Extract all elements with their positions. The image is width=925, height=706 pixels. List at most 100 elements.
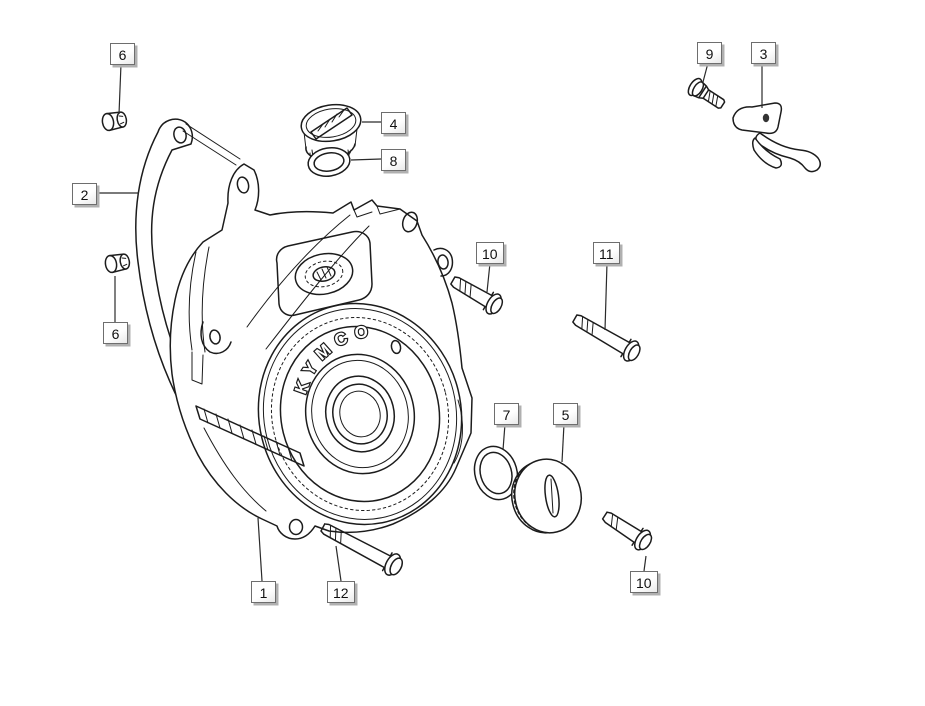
part-bolt-11-shape bbox=[572, 314, 630, 355]
cover-boss-rings-shape bbox=[339, 390, 381, 438]
part-dowel-pin-top-shape bbox=[118, 115, 125, 125]
callout-box-6-top[interactable]: 6 bbox=[110, 43, 135, 65]
part-dowel-pin-top bbox=[101, 111, 128, 132]
cover-ear-hole-top-right bbox=[437, 254, 449, 270]
callout-number: 7 bbox=[502, 406, 511, 423]
callout-box-4[interactable]: 4 bbox=[381, 112, 406, 134]
part-bolt-10-upper-shape bbox=[450, 276, 493, 308]
part-bolt-12-shape bbox=[381, 552, 393, 572]
part-dowel-pin-bottom-shape bbox=[119, 253, 131, 270]
part-lever-3 bbox=[732, 102, 821, 173]
callout-box-8[interactable]: 8 bbox=[381, 149, 406, 171]
leader-line bbox=[502, 423, 506, 451]
callout-box-1[interactable]: 1 bbox=[251, 581, 276, 603]
callout-number: 10 bbox=[482, 245, 498, 262]
part-dowel-pin-bottom-shape bbox=[108, 253, 127, 274]
part-bolt-11-shape bbox=[627, 344, 641, 362]
plug-knurl bbox=[513, 469, 531, 527]
callout-number: 2 bbox=[80, 186, 89, 203]
cover-filler-neck-shape bbox=[312, 266, 336, 282]
part-bolt-12-shape bbox=[320, 523, 392, 569]
callout-box-6-mid[interactable]: 6 bbox=[103, 322, 128, 344]
leader-line bbox=[350, 158, 382, 161]
cover-ear-hole-top-left bbox=[236, 176, 250, 194]
part-bolt-11 bbox=[572, 314, 641, 362]
callout-box-3[interactable]: 3 bbox=[751, 42, 776, 64]
part-bolt-10-lower bbox=[601, 511, 653, 551]
cover-outline bbox=[169, 163, 473, 540]
cover-filler-neck-shape bbox=[304, 260, 344, 288]
part-oil-filler-cap-shape bbox=[300, 103, 362, 143]
part-lever-3-shape bbox=[732, 102, 783, 135]
part-oil-filler-cap bbox=[300, 103, 362, 164]
leader-line bbox=[335, 545, 342, 582]
part-o-ring-cap-shape bbox=[313, 152, 345, 172]
cover-filler-neck-shape bbox=[316, 266, 332, 281]
part-bolt-11-shape bbox=[620, 338, 632, 358]
part-bolt-12 bbox=[320, 523, 404, 576]
callout-box-7[interactable]: 7 bbox=[494, 403, 519, 425]
callout-number: 12 bbox=[333, 584, 349, 601]
cover-boss-rings-shape bbox=[325, 375, 395, 453]
cover-ear-hole-right bbox=[390, 339, 402, 355]
leader-line bbox=[643, 555, 647, 572]
part-round-plug bbox=[511, 458, 582, 534]
part-dowel-pin-top-shape bbox=[105, 111, 124, 132]
cover-hatched-stripe bbox=[195, 405, 305, 512]
callout-number: 9 bbox=[705, 45, 714, 62]
cover-hatched-stripe-shape bbox=[203, 408, 293, 462]
part-bolt-10-upper-shape bbox=[482, 291, 495, 311]
part-dowel-pin-bottom bbox=[104, 253, 131, 274]
cover-filler-neck-shape bbox=[275, 230, 373, 317]
part-o-ring-plug bbox=[473, 445, 519, 501]
callout-box-9[interactable]: 9 bbox=[697, 42, 722, 64]
callout-box-2[interactable]: 2 bbox=[72, 183, 97, 205]
part-dowel-pin-bottom-shape bbox=[104, 254, 118, 274]
cover-ear-hole-mid-left bbox=[209, 329, 221, 345]
callout-number: 8 bbox=[389, 152, 398, 169]
part-round-plug-shape bbox=[550, 478, 554, 514]
part-bolt-10-upper-shape bbox=[490, 297, 504, 315]
leader-line bbox=[257, 517, 263, 582]
part-dowel-pin-top-shape bbox=[101, 112, 115, 132]
leader-line bbox=[702, 62, 709, 83]
cover-lug-boss bbox=[401, 211, 419, 233]
callout-box-10-upper[interactable]: 10 bbox=[476, 242, 504, 264]
cover-boss-rings-shape bbox=[257, 302, 463, 526]
cover-boss-rings bbox=[257, 302, 463, 526]
leader-line bbox=[604, 262, 608, 331]
cover-ear-mid-left bbox=[200, 321, 232, 355]
callout-number: 6 bbox=[111, 325, 120, 342]
part-o-ring-cap-shape bbox=[307, 147, 351, 177]
part-oil-filler-cap-shape bbox=[305, 108, 357, 138]
part-bolt-10-lower-shape bbox=[601, 511, 642, 543]
part-screw-9-shape bbox=[692, 81, 710, 100]
part-dowel-pin-top-shape bbox=[116, 111, 128, 128]
callout-number: 5 bbox=[561, 406, 570, 423]
cover-filler-neck bbox=[275, 230, 373, 317]
cover-boss-rings-shape bbox=[270, 317, 450, 511]
cover-boss-rings-shape bbox=[262, 308, 458, 520]
callout-box-10-lower[interactable]: 10 bbox=[630, 571, 658, 593]
part-bolt-12-shape bbox=[329, 525, 342, 544]
callout-number: 3 bbox=[759, 45, 768, 62]
leader-line bbox=[561, 423, 565, 463]
part-dowel-pin-bottom-shape bbox=[121, 257, 128, 267]
callout-box-11[interactable]: 11 bbox=[593, 242, 620, 264]
callout-number: 4 bbox=[389, 115, 398, 132]
part-bolt-10-lower-shape bbox=[638, 533, 653, 551]
callout-number: 1 bbox=[259, 584, 268, 601]
callout-box-5[interactable]: 5 bbox=[553, 403, 578, 425]
cover-boss-rings-shape bbox=[304, 353, 416, 475]
part-round-plug-shape bbox=[514, 458, 582, 534]
callout-number: 10 bbox=[636, 574, 652, 591]
cover-boss-rings-shape bbox=[311, 359, 409, 469]
callout-box-12[interactable]: 12 bbox=[327, 581, 355, 603]
part-lever-3-shape bbox=[751, 137, 783, 169]
leader-line bbox=[118, 63, 122, 115]
cover-tab-line bbox=[453, 399, 464, 464]
gasket-fold-line bbox=[182, 123, 241, 166]
lever-hole bbox=[762, 113, 770, 123]
part-oil-filler-cap-shape bbox=[317, 109, 345, 132]
